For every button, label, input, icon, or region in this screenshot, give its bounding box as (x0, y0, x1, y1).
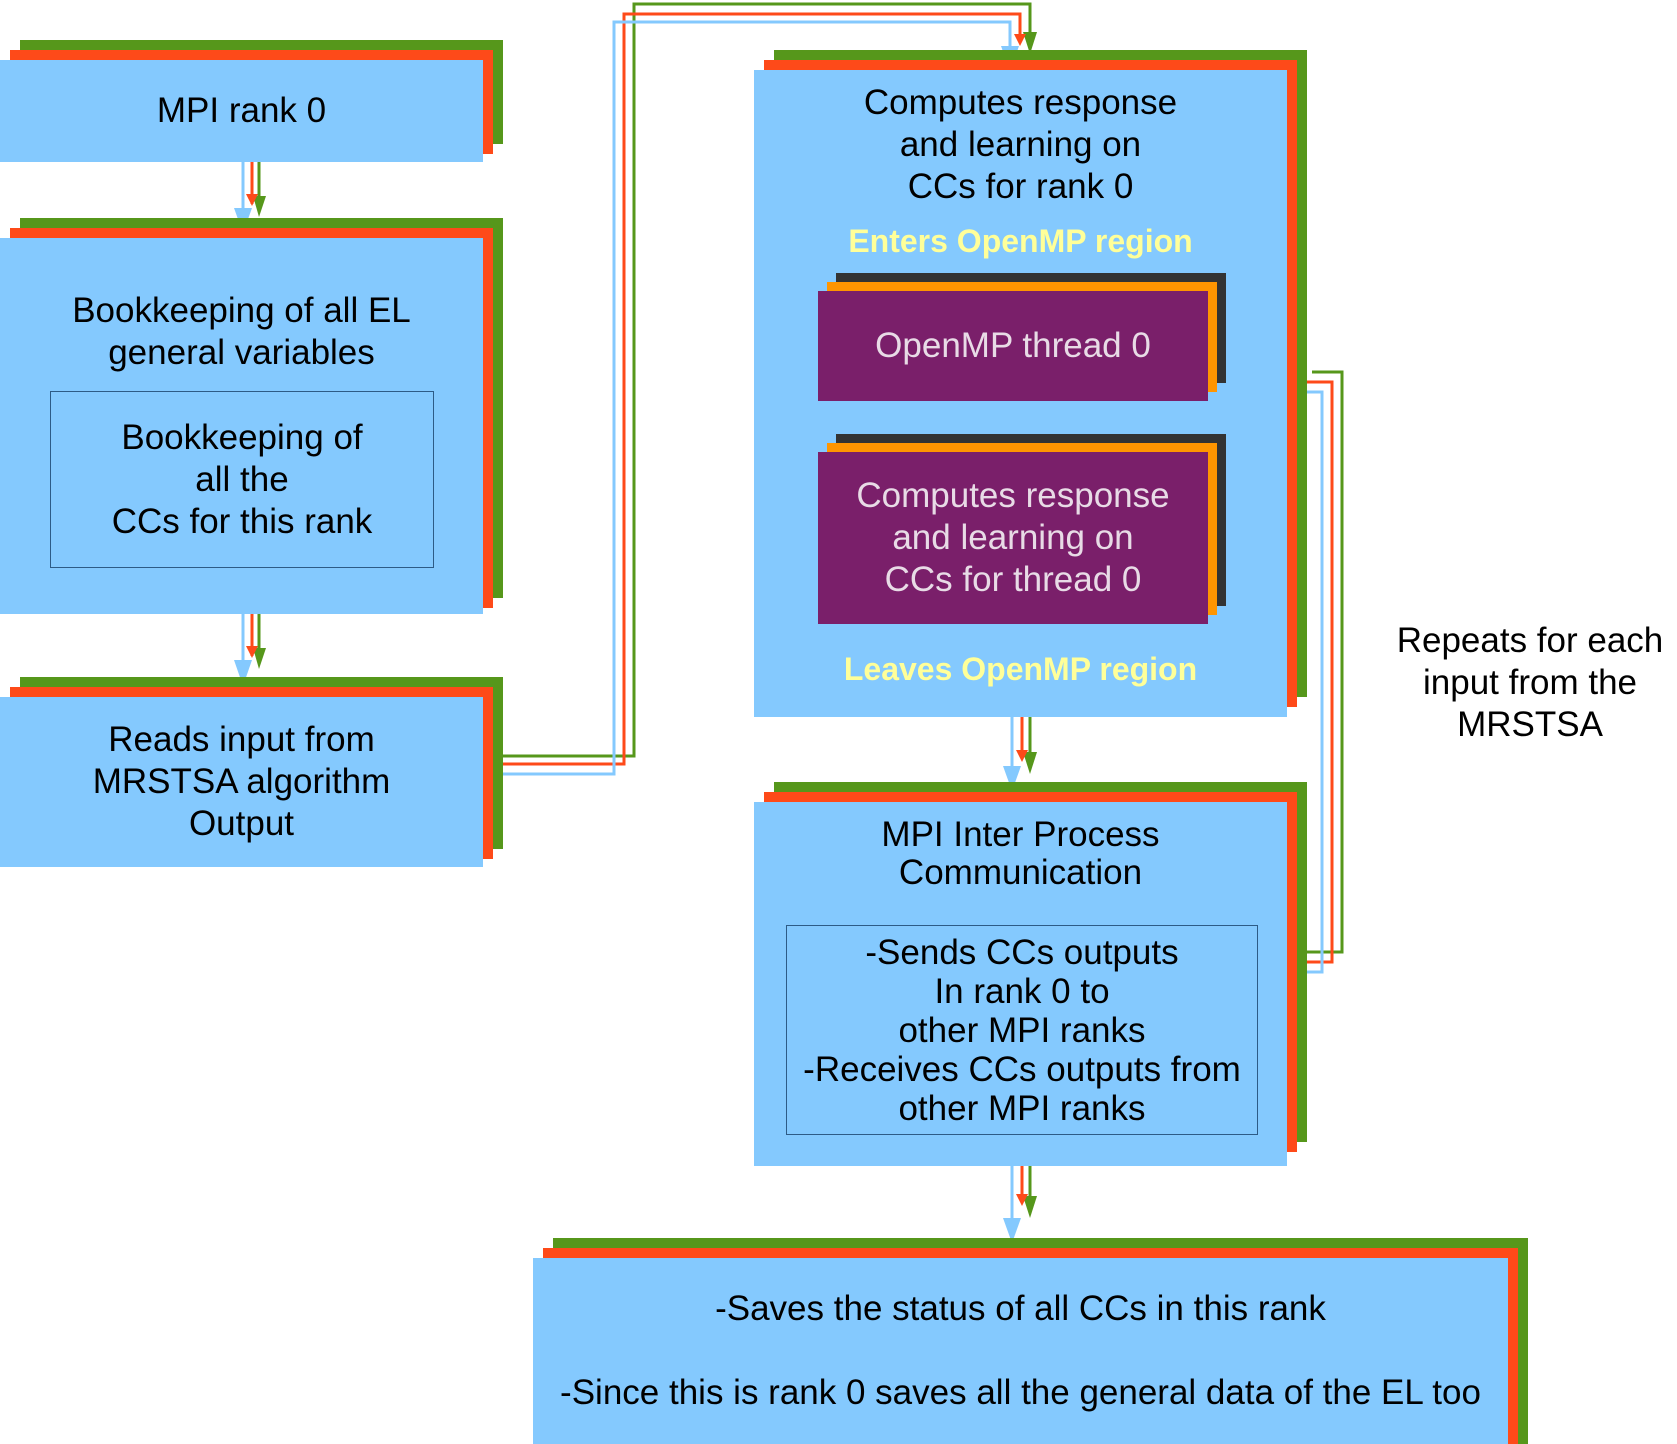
thread-compute-box: Computes response and learning on CCs fo… (818, 452, 1208, 624)
computes-rank-line-2: and learning on (899, 125, 1142, 164)
enters-openmp-label: Enters OpenMP region (848, 223, 1193, 259)
mpi-comm-line-2: Communication (898, 853, 1143, 892)
mpi-comm-inner-box: -Sends CCs outputs In rank 0 to other MP… (786, 925, 1258, 1135)
arrow-computes-to-comm (1003, 710, 1037, 791)
reads-input-line-2: MRSTSA algorithm (92, 762, 391, 801)
mpi-rank-line: MPI rank 0 (156, 91, 327, 130)
thread-compute-line-3: CCs for thread 0 (884, 560, 1142, 599)
leaves-openmp-label: Leaves OpenMP region (843, 651, 1198, 687)
bookkeeping-inner-line-1: Bookkeeping of (121, 417, 363, 457)
arrow-bookkeeping-to-reads (234, 614, 266, 686)
bookkeeping-title-line-2: general variables (108, 333, 375, 372)
mpi-comm-inner-line-4: -Receives CCs outputs from (803, 1049, 1241, 1089)
openmp-thread-label: OpenMP thread 0 (875, 326, 1151, 365)
reads-input-box: Reads input from MRSTSA algorithm Output (0, 697, 483, 867)
reads-input-line-1: Reads input from (108, 720, 375, 759)
mpi-comm-inner-line-1: -Sends CCs outputs (865, 932, 1179, 972)
computes-rank-line-1: Computes response (863, 83, 1178, 122)
bookkeeping-box: Bookkeeping of all EL general variables (0, 238, 483, 614)
saves-box: -Saves the status of all CCs in this ran… (533, 1258, 1508, 1444)
mpi-comm-line-1: MPI Inter Process (881, 815, 1160, 854)
loop-note-line-3: MRSTSA (1457, 705, 1603, 744)
computes-rank-line-3: CCs for rank 0 (907, 167, 1134, 206)
mpi-comm-inner-line-5: other MPI ranks (898, 1088, 1146, 1128)
loop-note: Repeats for each input from the MRSTSA (1380, 620, 1677, 746)
bookkeeping-inner-line-2: all the (195, 459, 289, 499)
loop-note-line-1: Repeats for each (1396, 621, 1664, 660)
saves-line-2 (1016, 1330, 1026, 1372)
bookkeeping-inner-box: Bookkeeping of all the CCs for this rank (50, 391, 434, 568)
openmp-thread-box: OpenMP thread 0 (818, 291, 1208, 401)
thread-compute-line-2: and learning on (892, 518, 1134, 557)
bookkeeping-title-line-1: Bookkeeping of all EL (72, 291, 411, 330)
mpi-rank-box: MPI rank 0 (0, 60, 483, 162)
thread-compute-line-1: Computes response (856, 476, 1170, 515)
bookkeeping-inner-line-3: CCs for this rank (111, 501, 373, 541)
loop-note-line-2: input from the (1423, 663, 1637, 702)
mpi-comm-box: MPI Inter Process Communication (754, 802, 1287, 1166)
mpi-comm-inner-line-2: In rank 0 to (934, 971, 1110, 1011)
saves-line-1: -Saves the status of all CCs in this ran… (715, 1289, 1326, 1328)
saves-line-3: -Since this is rank 0 saves all the gene… (560, 1373, 1481, 1412)
arrow-comm-to-saves (1003, 1154, 1037, 1243)
reads-input-line-3: Output (188, 804, 295, 843)
mpi-comm-inner-line-3: other MPI ranks (898, 1010, 1146, 1050)
